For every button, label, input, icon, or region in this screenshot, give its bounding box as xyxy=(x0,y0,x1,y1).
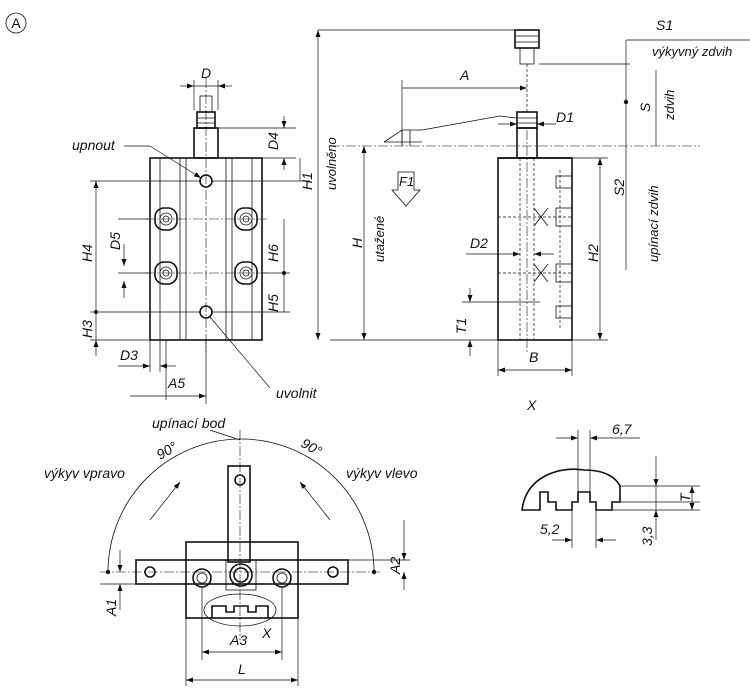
dim-label-a3: A3 xyxy=(229,632,247,648)
dim-label-upinaci-zdvih: upínací zdvih xyxy=(646,185,661,262)
dim-label-vykyv-vlevo: výkyv vlevo xyxy=(346,465,418,481)
dim-label-uvolnit: uvolnit xyxy=(276,385,318,401)
front-view: D D4 H1 H6 H5 H4 H3 xyxy=(72,65,318,404)
dim-label-t1: T1 xyxy=(453,318,469,334)
dim-label-d4: D4 xyxy=(265,132,281,150)
view-marker: A xyxy=(5,12,27,34)
dim-label-f1: F1 xyxy=(399,174,414,189)
dim-label-upnout: upnout xyxy=(72,137,116,153)
dim-label-b: B xyxy=(529,349,538,365)
dim-label-h2: H2 xyxy=(585,244,601,262)
dim-label-angle-left: 90° xyxy=(154,438,181,463)
dim-label-h4: H4 xyxy=(79,244,95,262)
top-view: 90° 90° výkyv vpravo výkyv vlevo upínací… xyxy=(44,415,418,686)
side-view: S1 výkyvný zdvih S zdvih S2 upínací zdvi… xyxy=(315,17,750,376)
dim-label-upinaci-bod: upínací bod xyxy=(152,415,226,431)
dim-label-l: L xyxy=(238,661,246,677)
dim-label-h6: H6 xyxy=(265,244,281,262)
dim-label-width-bottom: 5,2 xyxy=(540,521,560,537)
detail-x: 6,7 5,2 3,3 T xyxy=(521,421,700,548)
dim-label-utazene: utažené xyxy=(372,216,387,262)
dim-label-depth: 3,3 xyxy=(639,526,655,546)
dim-label-angle-right: 90° xyxy=(299,435,326,460)
dim-label-a5: A5 xyxy=(167,375,185,391)
dim-label-s2: S2 xyxy=(611,179,627,196)
dim-label-a: A xyxy=(459,67,469,83)
dim-label-h5: H5 xyxy=(265,294,281,312)
dim-label-s1: S1 xyxy=(656,17,673,33)
dim-label-d2: D2 xyxy=(470,235,488,251)
dim-label-uvolneno: uvolněno xyxy=(324,137,339,190)
detail-label-x: X xyxy=(526,397,537,413)
dim-label-x: X xyxy=(261,625,272,641)
dim-label-d: D xyxy=(201,65,211,81)
dim-label-h3: H3 xyxy=(79,320,95,338)
dim-label-a1: A1 xyxy=(103,599,119,617)
dim-label-s: S xyxy=(637,102,653,112)
dim-label-zdvih: zdvih xyxy=(662,90,677,121)
dim-label-h: H xyxy=(349,237,365,248)
dim-label-h1: H1 xyxy=(299,172,315,190)
dim-label-width-top: 6,7 xyxy=(612,421,633,437)
dim-label-d5: D5 xyxy=(107,232,123,250)
dim-label-vykyvny-zdvih: výkyvný zdvih xyxy=(652,44,732,59)
dim-label-d1: D1 xyxy=(556,109,574,125)
dim-label-view-marker: A xyxy=(11,15,21,31)
dim-label-vykyv-vpravo: výkyv vpravo xyxy=(44,465,125,481)
dim-label-d3: D3 xyxy=(120,347,138,363)
dim-label-a2: A2 xyxy=(387,557,403,575)
dim-label-t: T xyxy=(677,492,693,502)
